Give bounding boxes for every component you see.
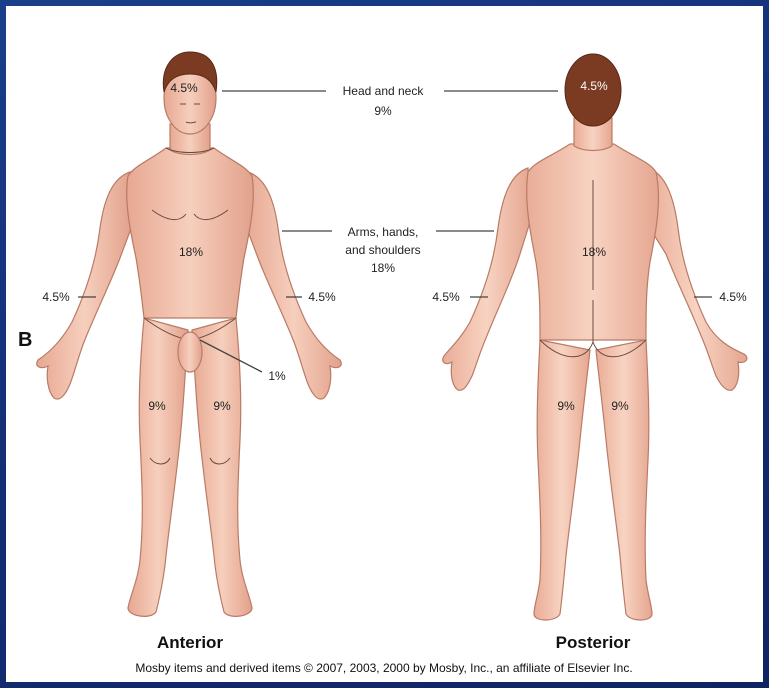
- posterior-left-leg-percent: 9%: [557, 399, 575, 413]
- anterior-body: [37, 52, 342, 616]
- anterior-right-arm: [246, 172, 341, 399]
- anterior-left-arm-percent: 4.5%: [42, 290, 70, 304]
- posterior-left-leg: [534, 340, 590, 620]
- anterior-head-percent: 4.5%: [170, 81, 198, 95]
- posterior-left-arm: [443, 168, 530, 390]
- panel-letter: B: [18, 329, 32, 351]
- head-neck-label: Head and neck: [343, 84, 425, 98]
- anterior-right-leg-percent: 9%: [213, 399, 231, 413]
- posterior-right-arm: [646, 168, 747, 390]
- anterior-left-arm: [37, 172, 132, 399]
- head-neck-percent: 9%: [374, 104, 392, 118]
- copyright-credit: Mosby items and derived items © 2007, 20…: [135, 661, 632, 675]
- posterior-right-leg: [596, 340, 652, 620]
- arms-label-line1: Arms, hands,: [348, 225, 419, 239]
- posterior-trunk-percent: 18%: [582, 245, 606, 259]
- anterior-left-leg: [128, 318, 188, 616]
- arms-label-percent: 18%: [371, 261, 395, 275]
- posterior-left-arm-percent: 4.5%: [432, 290, 460, 304]
- anterior-genitals-percent: 1%: [268, 369, 286, 383]
- anterior-right-arm-percent: 4.5%: [308, 290, 336, 304]
- posterior-body: [443, 54, 747, 620]
- posterior-right-arm-percent: 4.5%: [719, 290, 747, 304]
- anterior-title: Anterior: [157, 633, 224, 652]
- anterior-left-leg-percent: 9%: [148, 399, 166, 413]
- arms-label-line2: and shoulders: [345, 243, 420, 257]
- posterior-right-leg-percent: 9%: [611, 399, 629, 413]
- anterior-genitals: [178, 332, 202, 372]
- posterior-title: Posterior: [556, 633, 631, 652]
- anterior-torso: [127, 148, 254, 318]
- anterior-trunk-percent: 18%: [179, 245, 203, 259]
- posterior-head-percent: 4.5%: [580, 79, 608, 93]
